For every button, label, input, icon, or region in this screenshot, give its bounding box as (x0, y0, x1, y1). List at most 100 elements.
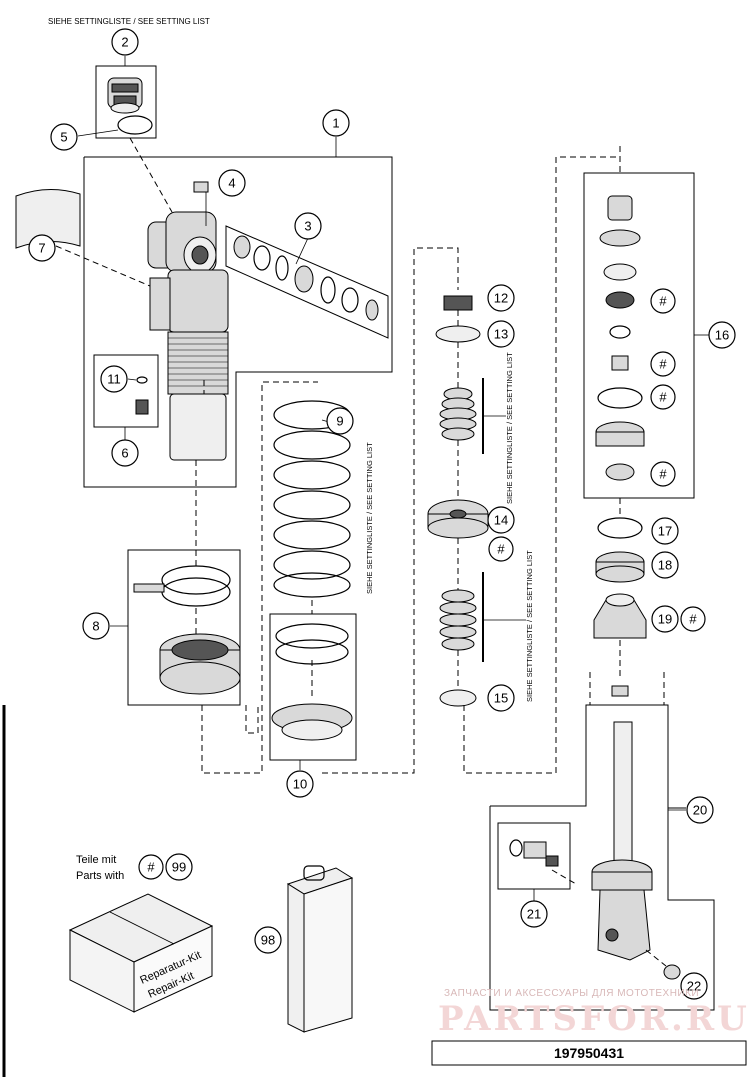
callout-16-hash-c: # (650, 384, 676, 410)
svg-text:#: # (497, 542, 505, 557)
svg-text:#: # (659, 357, 667, 372)
callout-16-hash-b: # (650, 351, 676, 377)
svg-text:#: # (689, 612, 697, 627)
part-8-frame (127, 549, 241, 706)
part-5-oring (117, 115, 153, 135)
part-2-frame (95, 65, 157, 139)
svg-text:#: # (147, 860, 155, 875)
callout-10: 10 (286, 770, 314, 798)
routing-lines (195, 156, 665, 774)
part-20-eye (591, 859, 653, 961)
part-12-nut (443, 295, 473, 311)
part-3-rings (233, 235, 379, 321)
svg-text:14: 14 (494, 513, 508, 528)
callout-8: 8 (82, 612, 110, 640)
part-19-bumper (593, 593, 647, 639)
part-2-adjuster (107, 77, 143, 114)
part-16-components (595, 195, 645, 481)
callout-21: 21 (520, 900, 548, 928)
svg-text:21: 21 (527, 907, 541, 922)
part-1-frame (83, 156, 393, 488)
svg-text:6: 6 (121, 446, 128, 461)
part-6-screw (135, 399, 149, 415)
callout-1: 1 (322, 109, 350, 137)
callout-3: 3 (294, 212, 322, 240)
setting-note-upper-shims: SIEHE SETTINGLISTE / SEE SETTING LIST (505, 352, 514, 504)
svg-text:18: 18 (658, 558, 672, 573)
setting-note-spring: SIEHE SETTINGLISTE / SEE SETTING LIST (365, 442, 374, 594)
svg-text:#: # (659, 294, 667, 309)
callout-98: 98 (254, 926, 282, 954)
callout-4: 4 (218, 169, 246, 197)
svg-text:1: 1 (332, 116, 339, 131)
svg-text:17: 17 (658, 524, 672, 539)
svg-text:4: 4 (228, 176, 235, 191)
part-18-cap (595, 551, 645, 583)
svg-text:9: 9 (336, 414, 343, 429)
svg-text:16: 16 (715, 328, 729, 343)
callout-20: 20 (686, 796, 714, 824)
damper-head (147, 181, 217, 274)
callout-16-hash-a: # (650, 288, 676, 314)
svg-text:#: # (659, 390, 667, 405)
svg-text:5: 5 (60, 130, 67, 145)
part-8-clamp (133, 565, 231, 607)
bracket-15 (482, 572, 484, 662)
callout-22: 22 (680, 972, 708, 1000)
repair-kit-box (68, 893, 214, 1013)
callout-14: 14 (487, 506, 515, 534)
svg-text:8: 8 (92, 619, 99, 634)
svg-text:20: 20 (693, 803, 707, 818)
part-6-frame (93, 354, 159, 428)
svg-text:2: 2 (121, 35, 128, 50)
part-17-oring (597, 517, 643, 539)
rod-top (611, 685, 629, 697)
part-14-piston (427, 499, 489, 539)
legend-hash: # (138, 854, 164, 880)
kit-legend-line2: Parts with (76, 870, 124, 882)
document-number: 197950431 (554, 1045, 624, 1061)
callout-14-hash: # (488, 536, 514, 562)
callout-7: 7 (28, 234, 56, 262)
damper-body (149, 269, 229, 461)
callout-12: 12 (487, 284, 515, 312)
kit-legend-line1: Teile mit (76, 854, 116, 866)
part-98-oil-can (286, 865, 354, 1033)
watermark-caption: ЗАПЧАСТИ И АКСЕССУАРЫ ДЛЯ МОТОТЕХНИКИ (444, 988, 699, 999)
callout-16: 16 (708, 321, 736, 349)
callout-15: 15 (487, 684, 515, 712)
callout-11: 11 (100, 365, 128, 393)
svg-text:15: 15 (494, 691, 508, 706)
part-11-washer (136, 376, 148, 384)
svg-text:99: 99 (172, 860, 186, 875)
svg-text:11: 11 (107, 372, 121, 387)
callout-16-hash-d: # (650, 461, 676, 487)
svg-text:#: # (659, 467, 667, 482)
callout-13: 13 (487, 320, 515, 348)
part-3-frame (225, 225, 389, 339)
part-20-rod (613, 721, 633, 863)
svg-text:7: 7 (38, 241, 45, 256)
part-20-frame-top (490, 704, 686, 809)
svg-text:13: 13 (494, 327, 508, 342)
document-number-box (431, 1040, 747, 1066)
callout-99: 99 (165, 853, 193, 881)
part-20-frame (489, 806, 715, 1011)
svg-text:10: 10 (293, 777, 307, 792)
callout-5: 5 (50, 123, 78, 151)
callout-9: 9 (326, 407, 354, 435)
svg-text:22: 22 (687, 979, 701, 994)
setting-list-note: SIEHE SETTINGLISTE / SEE SETTING LIST (48, 17, 210, 26)
part-8-nut (159, 633, 241, 695)
callout-6: 6 (111, 439, 139, 467)
callout-17: 17 (651, 517, 679, 545)
svg-text:3: 3 (304, 219, 311, 234)
part-10-frame (269, 613, 357, 761)
setting-note-lower-shims: SIEHE SETTINGLISTE / SEE SETTING LIST (525, 550, 534, 702)
part-15-washer (439, 689, 477, 707)
lower-shim-stack (439, 589, 477, 651)
svg-text:19: 19 (658, 612, 672, 627)
watermark-brand: PARTSFOR.RU (438, 999, 750, 1039)
svg-text:98: 98 (261, 933, 275, 948)
